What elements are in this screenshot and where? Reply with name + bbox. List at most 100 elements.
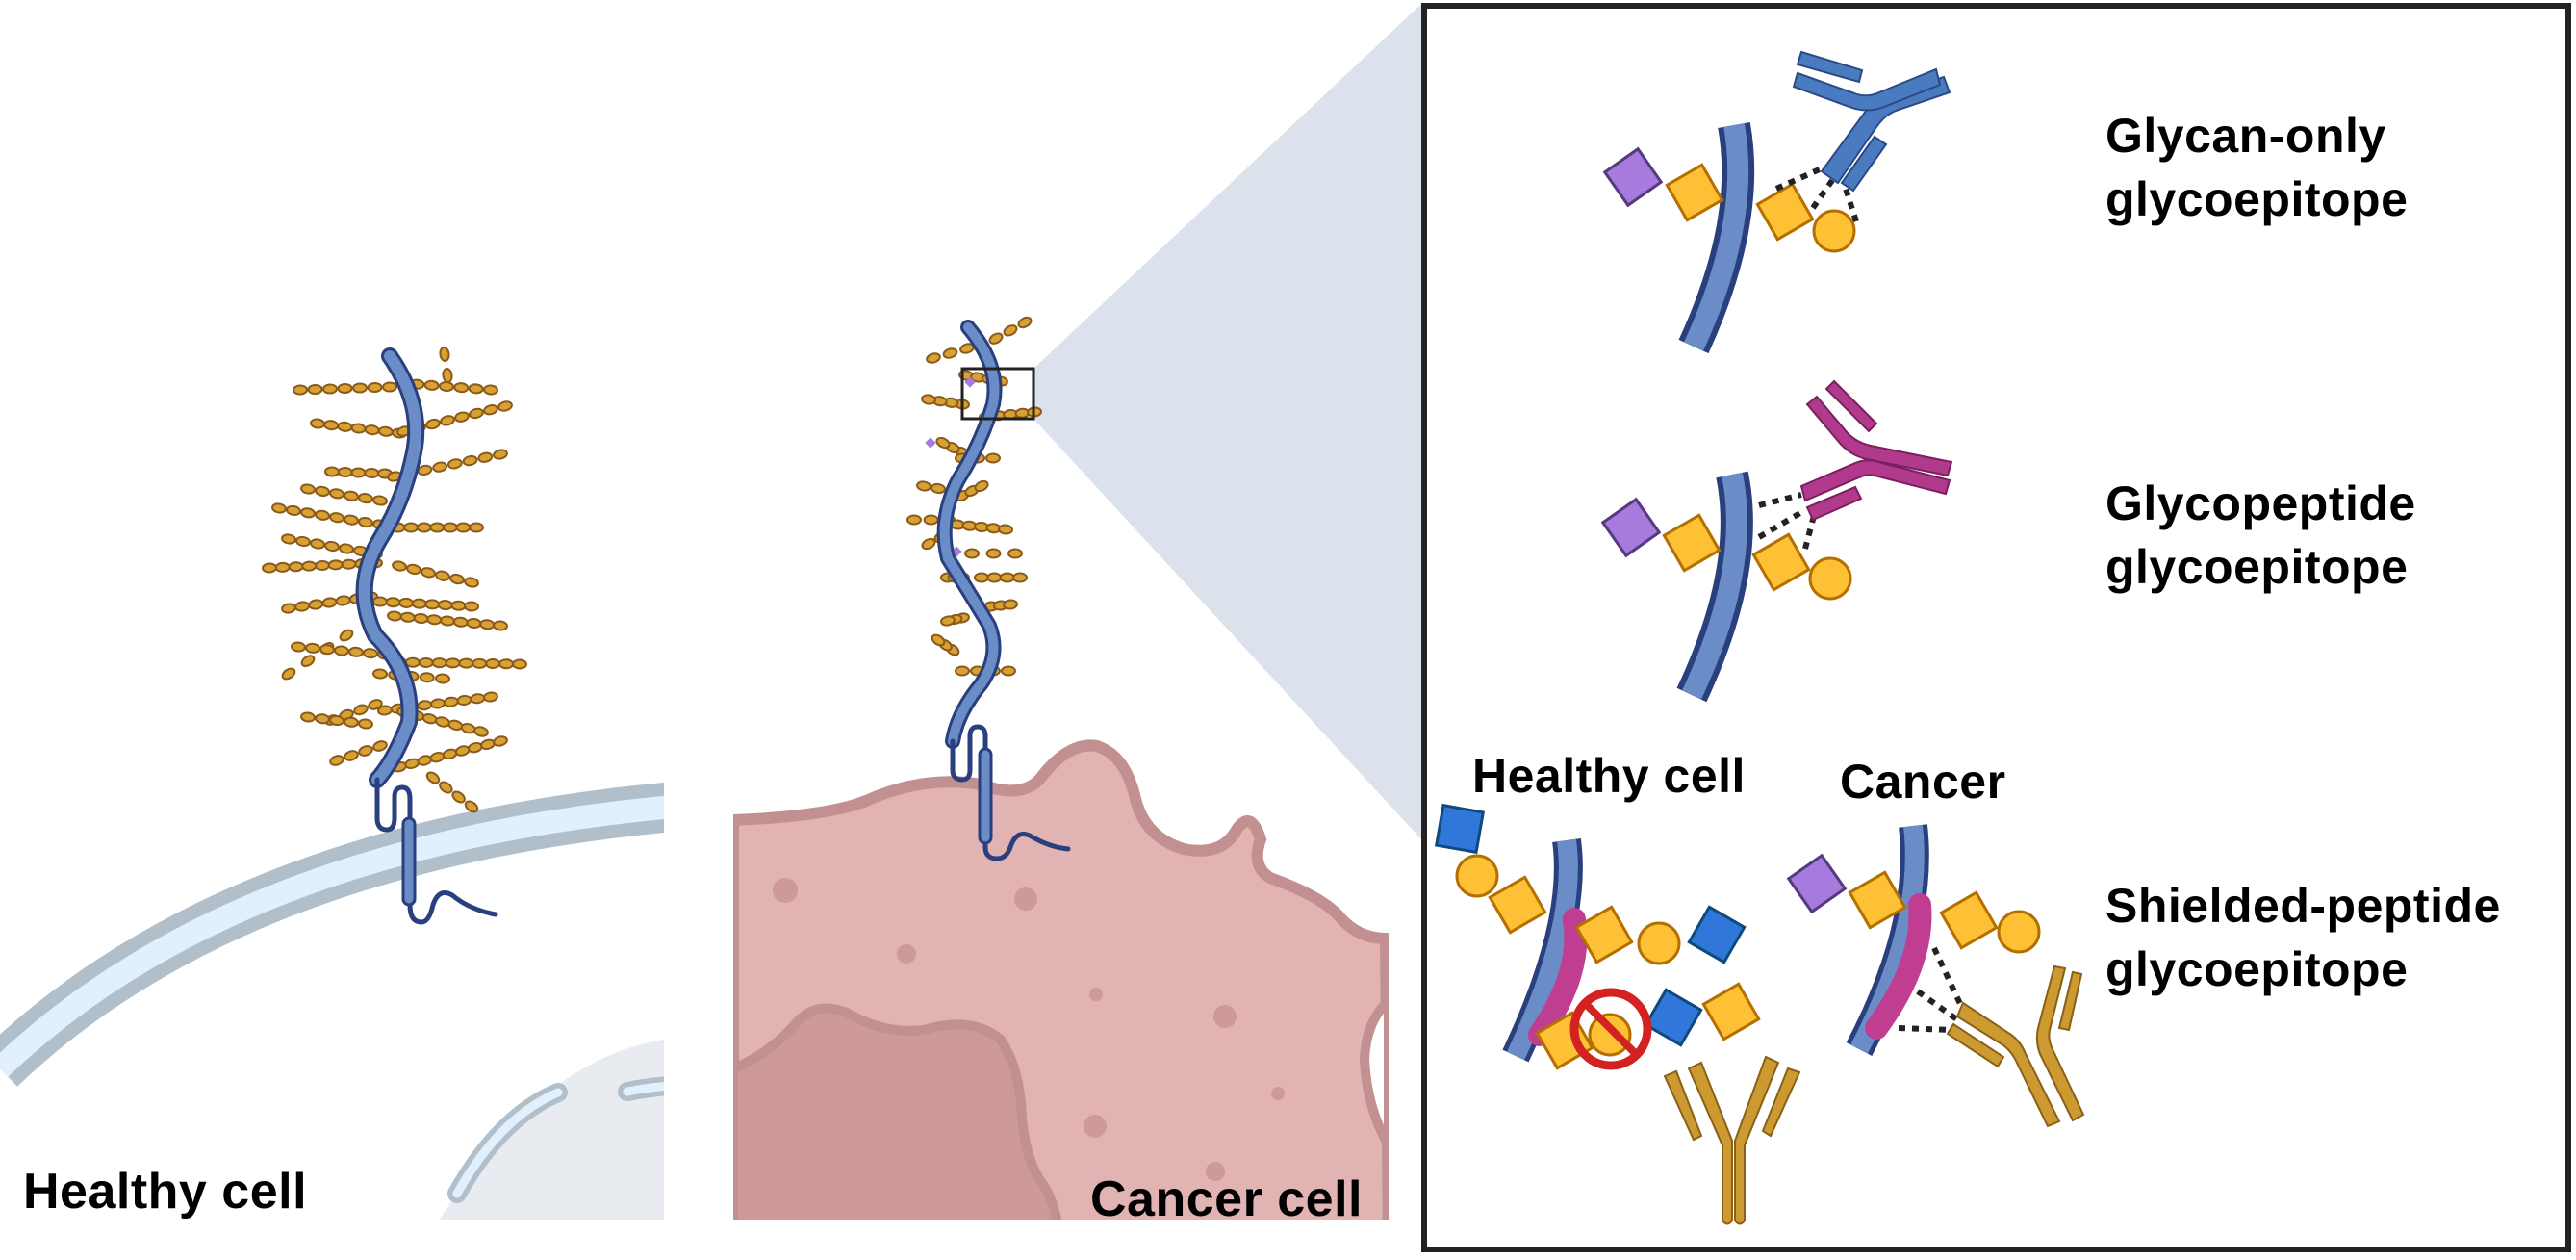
glycan-bead bbox=[323, 420, 340, 431]
glycan-bead bbox=[315, 485, 330, 497]
glycan-only-label-line1: Glycan-only bbox=[2105, 109, 2386, 163]
glycan-bead bbox=[425, 771, 441, 784]
sialic-acid-diamond bbox=[1602, 146, 1664, 208]
shielded-cancer-diagram bbox=[1786, 824, 2085, 1128]
glycan-bead bbox=[479, 619, 496, 630]
glycan-bead bbox=[322, 383, 338, 395]
glycan-bead bbox=[512, 658, 527, 670]
glycan-bead bbox=[419, 672, 435, 683]
glycan-bead bbox=[455, 522, 472, 533]
glycan-bead bbox=[985, 548, 1002, 559]
glycan-bead bbox=[364, 424, 380, 436]
galnac-square bbox=[1755, 182, 1815, 242]
glycan-bead bbox=[329, 512, 344, 524]
glycan-bead bbox=[372, 596, 388, 607]
glycan-bead bbox=[469, 407, 484, 420]
glycan-bead bbox=[935, 436, 951, 450]
glycan-bead bbox=[921, 394, 936, 405]
glycan-bead bbox=[464, 601, 479, 612]
glycan-bead bbox=[430, 698, 446, 709]
glycan-bead bbox=[337, 382, 353, 395]
sialic-acid-dot bbox=[925, 437, 936, 449]
glycan-bead bbox=[964, 548, 980, 559]
shielded-peptide-label: Shielded-peptide glycoepitope bbox=[2105, 874, 2501, 1001]
glycan-bead bbox=[416, 522, 432, 533]
glycan-bead bbox=[352, 382, 368, 394]
glycan-bead bbox=[435, 570, 450, 581]
glycan-bead bbox=[440, 415, 455, 426]
glycan-bead bbox=[392, 560, 407, 572]
glycan-bead bbox=[483, 384, 498, 396]
glycan-bead bbox=[998, 524, 1013, 535]
cell-membrane bbox=[0, 782, 664, 1087]
glycan-bead bbox=[327, 559, 344, 571]
glycan-bead bbox=[985, 452, 1001, 464]
glycan-bead bbox=[385, 597, 401, 608]
glycan-bead bbox=[344, 490, 359, 501]
glycan-bead bbox=[467, 741, 483, 754]
glycan-bead bbox=[271, 502, 287, 514]
glycan-bead bbox=[350, 423, 367, 434]
glycan-bead bbox=[923, 514, 939, 526]
transmembrane-domain-cancer bbox=[950, 724, 1071, 861]
glycan-bead bbox=[462, 454, 478, 467]
glycan-bead bbox=[417, 700, 433, 711]
glycan-bead bbox=[999, 572, 1015, 583]
sialic-acid-diamond bbox=[1600, 497, 1662, 558]
glycan-bead bbox=[413, 612, 429, 625]
zoom-region-box bbox=[960, 367, 1035, 421]
glycan-bead bbox=[435, 716, 450, 728]
glycan-bead bbox=[421, 712, 438, 725]
glycan-only-label-line2: glycoepitope bbox=[2105, 172, 2409, 226]
glycan-bead bbox=[417, 755, 433, 766]
glycan-bead bbox=[372, 668, 388, 680]
glycan-bead bbox=[353, 704, 369, 716]
glycan-bead bbox=[348, 646, 364, 657]
glycan-bead bbox=[931, 482, 946, 495]
glycan-bead bbox=[300, 483, 316, 495]
glycan-bead bbox=[1003, 324, 1018, 337]
shielded-healthy-sublabel: Healthy cell bbox=[1472, 749, 1746, 803]
glycan-bead bbox=[424, 599, 441, 610]
glycan-bead bbox=[411, 598, 427, 609]
glycan-bead bbox=[955, 665, 970, 677]
glycan-bead bbox=[439, 380, 454, 393]
glycan-bead bbox=[350, 467, 367, 478]
glycan-bead bbox=[432, 461, 448, 473]
glycan-bead bbox=[940, 615, 956, 627]
cancer-cell-panel bbox=[733, 316, 1389, 1220]
glycan-bead bbox=[454, 411, 470, 423]
glycan-bead bbox=[485, 658, 501, 670]
glycan-bead bbox=[358, 718, 373, 730]
glycan-bead bbox=[1007, 548, 1023, 559]
glycan-bead bbox=[442, 368, 453, 383]
zoom-projection bbox=[1033, 4, 1421, 839]
glycan-bead bbox=[447, 719, 464, 732]
antibody-gold-bound bbox=[1946, 964, 2085, 1128]
antibody-gold bbox=[1663, 1055, 1801, 1225]
glycan-bead bbox=[468, 383, 484, 395]
glycan-bead bbox=[435, 673, 450, 684]
glycan-bead bbox=[367, 381, 383, 394]
glycan-bead bbox=[460, 722, 476, 734]
glycan-bead bbox=[426, 614, 443, 626]
glycan-bead bbox=[300, 711, 316, 723]
glycan-bead bbox=[310, 538, 325, 550]
glycan-bead bbox=[329, 714, 344, 727]
glycan-bead bbox=[315, 713, 330, 725]
shielded-peptide-label-line1: Shielded-peptide bbox=[2105, 879, 2501, 933]
glycan-bead bbox=[288, 561, 304, 573]
glycan-bead bbox=[406, 563, 421, 576]
glycan-bead bbox=[469, 522, 484, 533]
glycan-bead bbox=[387, 610, 402, 622]
glycan-bead bbox=[445, 657, 461, 669]
glycan-bead bbox=[497, 400, 513, 412]
glycan-bead bbox=[281, 533, 296, 545]
galactose-circle bbox=[1808, 556, 1852, 601]
antibody-magenta bbox=[1799, 379, 1953, 522]
glycan-bead bbox=[377, 425, 394, 437]
glycan-bead bbox=[446, 458, 463, 470]
glycan-bead bbox=[1001, 665, 1016, 677]
antibody-blue bbox=[1792, 50, 1951, 193]
glycan-bead bbox=[493, 735, 508, 747]
